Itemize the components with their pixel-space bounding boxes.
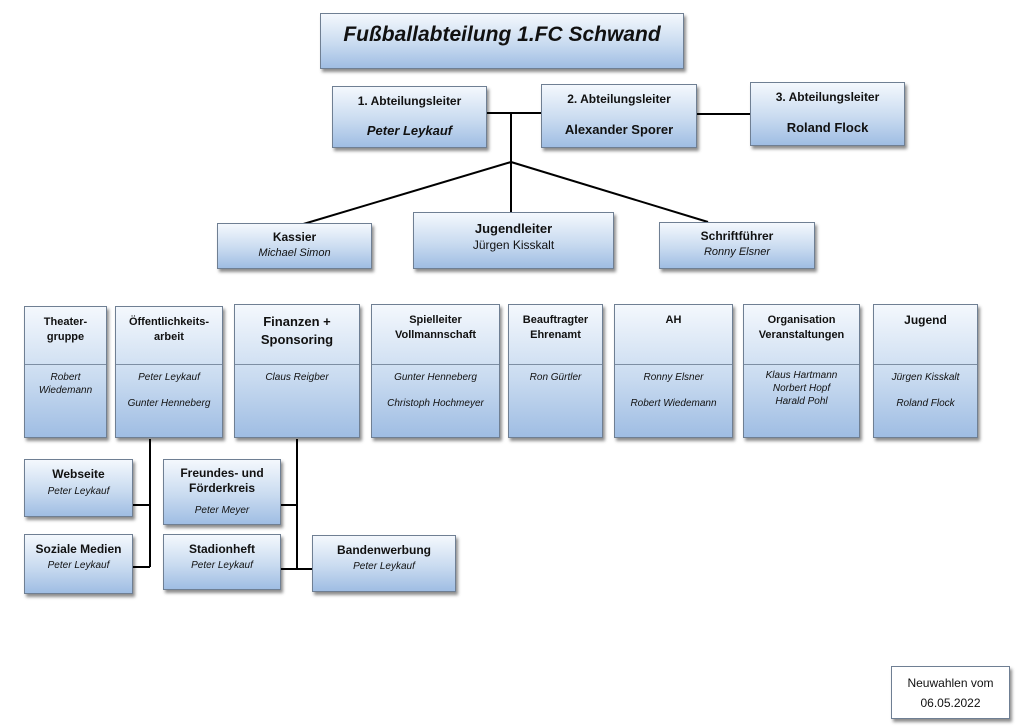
officer-box-schriftfuehrer: Schriftführer Ronny Elsner [659, 222, 815, 269]
subgroup-title: Freundes- und Förderkreis [180, 466, 264, 495]
leader-box-1: 1. Abteilungsleiter Peter Leykauf [332, 86, 487, 148]
subgroup-box-stadionheft: Stadionheft Peter Leykauf [163, 534, 281, 590]
group-box-ehrenamt: Beauftragter Ehrenamt Ron Gürtler [508, 304, 603, 438]
leader-name: Alexander Sporer [564, 122, 674, 137]
subgroup-name: Peter Leykauf [47, 486, 110, 497]
group-box-theatergruppe: Theater- gruppe Robert Wiedemann [24, 306, 107, 438]
officer-role: Jugendleiter [474, 221, 553, 236]
subgroup-box-soziale-medien: Soziale Medien Peter Leykauf [24, 534, 133, 594]
group-names: Jürgen Kisskalt Roland Flock [891, 372, 960, 409]
group-box-organisation: Organisation Veranstaltungen Klaus Hartm… [743, 304, 860, 438]
leader-role: 2. Abteilungsleiter [567, 92, 671, 106]
group-title: Theater- gruppe [43, 316, 88, 343]
subgroup-title: Stadionheft [189, 542, 255, 556]
officer-box-jugendleiter: Jugendleiter Jürgen Kisskalt [413, 212, 614, 269]
leader-box-3: 3. Abteilungsleiter Roland Flock [750, 82, 905, 146]
group-title: Beauftragter Ehrenamt [522, 314, 589, 341]
group-box-finanzen-sponsoring: Finanzen + Sponsoring Claus Reigber [234, 304, 360, 438]
subgroup-box-webseite: Webseite Peter Leykauf [24, 459, 133, 517]
group-title: Jugend [904, 313, 947, 327]
subgroup-title: Soziale Medien [35, 542, 122, 556]
election-label: Neuwahlen vom [907, 676, 994, 690]
subgroup-name: Peter Leykauf [47, 560, 110, 571]
chart-title: Fußballabteilung 1.FC Schwand [343, 23, 661, 46]
group-title: AH [665, 314, 682, 326]
leader-role: 1. Abteilungsleiter [357, 94, 462, 108]
subgroup-name: Peter Leykauf [191, 560, 253, 571]
officer-name: Michael Simon [258, 247, 331, 259]
chart-title-box: Fußballabteilung 1.FC Schwand [320, 13, 684, 69]
officer-role: Kassier [272, 230, 317, 244]
group-title: Finanzen + Sponsoring [260, 314, 334, 347]
group-names: Claus Reigber [265, 372, 329, 383]
group-names: Robert Wiedemann [38, 372, 93, 396]
leader-role: 3. Abteilungsleiter [775, 90, 880, 104]
leader-name: Roland Flock [786, 120, 869, 135]
officer-name: Ronny Elsner [703, 246, 771, 258]
group-box-spielleiter: Spielleiter Vollmannschaft Gunter Henneb… [371, 304, 500, 438]
leader-box-2: 2. Abteilungsleiter Alexander Sporer [541, 84, 697, 148]
officer-role: Schriftführer [700, 229, 774, 243]
election-date: 06.05.2022 [920, 696, 981, 710]
group-names: Ronny Elsner Robert Wiedemann [630, 372, 717, 409]
subgroup-title: Webseite [52, 467, 105, 481]
group-title: Spielleiter Vollmannschaft [394, 314, 477, 341]
officer-name: Jürgen Kisskalt [472, 238, 555, 252]
group-box-ah: AH Ronny Elsner Robert Wiedemann [614, 304, 733, 438]
election-date-box: Neuwahlen vom 06.05.2022 [891, 666, 1010, 719]
subgroup-title: Bandenwerbung [336, 543, 431, 557]
officer-box-kassier: Kassier Michael Simon [217, 223, 372, 269]
subgroup-name: Peter Meyer [194, 505, 250, 516]
group-box-oeffentlichkeitsarbeit: Öffentlichkeits- arbeit Peter Leykauf Gu… [115, 306, 223, 438]
group-box-jugend: Jugend Jürgen Kisskalt Roland Flock [873, 304, 978, 438]
group-title: Öffentlichkeits- arbeit [128, 316, 210, 343]
group-names: Klaus Hartmann Norbert Hopf Harald Pohl [765, 370, 838, 407]
leader-name: Peter Leykauf [366, 123, 453, 138]
group-names: Gunter Henneberg Christoph Hochmeyer [387, 372, 484, 409]
subgroup-box-foerderkreis: Freundes- und Förderkreis Peter Meyer [163, 459, 281, 525]
group-names: Peter Leykauf Gunter Henneberg [127, 372, 211, 409]
subgroup-box-bandenwerbung: Bandenwerbung Peter Leykauf [312, 535, 456, 592]
group-title: Organisation Veranstaltungen [758, 314, 845, 341]
group-names: Ron Gürtler [529, 372, 582, 383]
subgroup-name: Peter Leykauf [353, 561, 415, 572]
